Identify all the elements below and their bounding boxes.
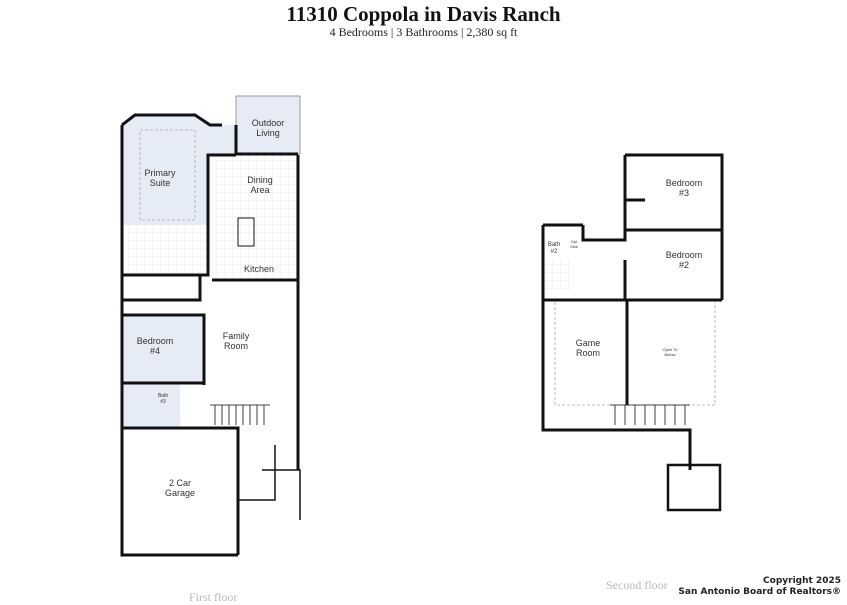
outdoor-living-area (235, 95, 301, 155)
kitchen-grid (212, 155, 298, 280)
copyright-notice: Copyright 2025 San Antonio Board of Real… (678, 576, 841, 598)
label-bath-3: Bath#3 (158, 393, 169, 405)
label-kitchen: Kitchen (244, 264, 274, 274)
copyright-line-1: Copyright 2025 (763, 576, 841, 586)
copyright-line-2: San Antonio Board of Realtors® (678, 587, 841, 597)
first-floor-plan (120, 95, 301, 557)
bedroom-4-area (122, 315, 204, 383)
page-title: 11310 Coppola in Davis Ranch (286, 2, 561, 26)
second-floor-caption: Second floor (606, 578, 668, 592)
label-bath-2: Bath#2 (548, 242, 560, 255)
page-subtitle: 4 Bedrooms | 3 Bathrooms | 2,380 sq ft (329, 25, 518, 39)
label-bedroom-4: Bedroom#4 (137, 336, 174, 356)
label-bedroom-2: Bedroom#2 (666, 250, 703, 270)
first-floor-caption: First floor (189, 590, 238, 604)
label-bedroom-3: Bedroom#3 (666, 178, 703, 198)
second-floor-plan (541, 153, 724, 512)
